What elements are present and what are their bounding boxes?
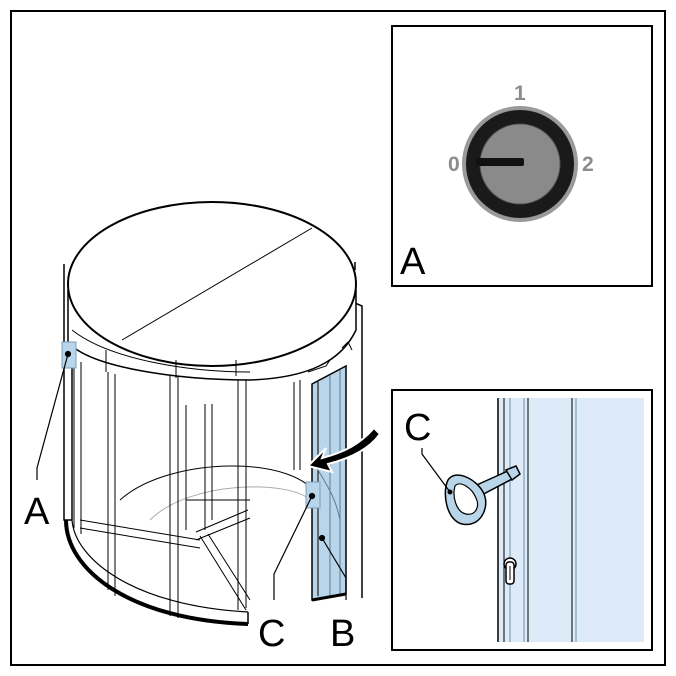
callout-b-main: B — [330, 613, 355, 655]
highlighted-door-panel — [311, 364, 347, 602]
inset-door-panel — [497, 398, 644, 642]
inset-c-leader — [421, 448, 451, 493]
callout-a-inset: A — [400, 241, 426, 283]
revolving-door-illustration: A C B — [24, 201, 382, 655]
direction-arrow — [306, 426, 382, 474]
canopy — [67, 201, 357, 381]
inset-key-lock: C — [391, 389, 653, 651]
dial-position-2: 2 — [582, 153, 594, 176]
base-curve — [64, 519, 249, 626]
door-frame-posts — [73, 360, 301, 618]
triangular-key-icon — [444, 465, 521, 526]
dial-position-1: 1 — [514, 82, 526, 105]
leader-lines — [36, 350, 347, 600]
keyhole-icon — [503, 557, 517, 585]
inset-key-switch: 0 1 2 A — [391, 25, 653, 287]
callout-a-main: A — [24, 491, 50, 533]
key-switch-dial-icon — [462, 106, 578, 222]
callout-c-inset: C — [404, 407, 431, 449]
dial-position-0: 0 — [448, 153, 460, 176]
callout-c-main: C — [258, 613, 285, 655]
door-wings — [79, 499, 251, 611]
dial-pointer — [476, 158, 524, 166]
